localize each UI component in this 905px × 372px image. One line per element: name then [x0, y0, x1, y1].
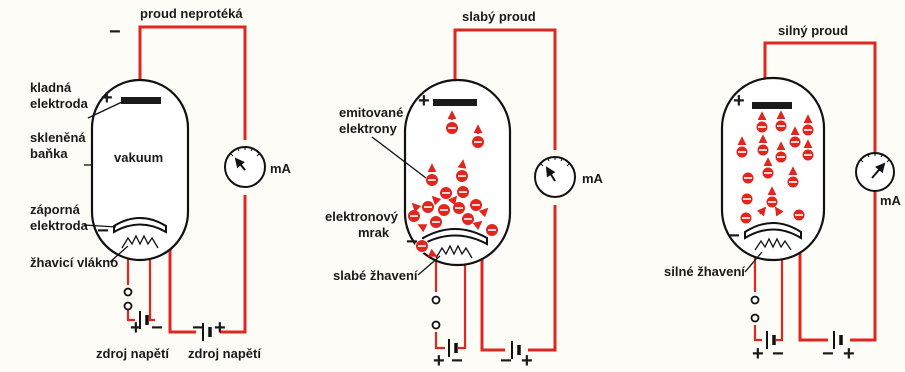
anode-battery-plus: + — [214, 317, 226, 339]
electron — [422, 201, 435, 214]
anode-plate — [121, 97, 161, 104]
electron — [440, 187, 453, 200]
electron — [426, 174, 439, 187]
label-emitted-2: elektrony — [339, 121, 398, 136]
anode-battery-plus-3: + — [843, 343, 855, 365]
filament-wire-left-low-3 — [755, 325, 762, 340]
switch-contact-upper-2 — [433, 297, 440, 304]
anode-battery-plus-2: + — [521, 350, 533, 372]
anode-battery-3 — [834, 331, 841, 349]
electron — [453, 202, 466, 215]
label-cloud-2: mrak — [358, 225, 390, 240]
heater-battery-plus-3: + — [752, 343, 764, 365]
filament-wire-right-3 — [776, 255, 782, 340]
switch-contact-upper-3 — [752, 297, 759, 304]
anode-plus-sign-3: + — [733, 90, 745, 112]
label-strong-current: silný proud — [778, 23, 848, 38]
electron — [802, 124, 814, 136]
heater-battery-minus-3: − — [772, 343, 784, 365]
anode-battery-minus-2: − — [500, 350, 512, 372]
heater-battery-minus: − — [151, 317, 163, 339]
label-anode-1: kladná — [30, 80, 72, 95]
milliammeter-1 — [225, 147, 265, 187]
label-weak-current: slabý proud — [462, 9, 536, 24]
panel-no-current: − proud neprotéká kladná elektroda + skl… — [30, 6, 292, 361]
electron — [787, 176, 799, 188]
switch-contact-lower-2 — [433, 322, 440, 329]
anode-plus-sign-2: + — [418, 90, 430, 112]
heater-battery-plus: + — [130, 317, 142, 339]
label-meter-1: mA — [270, 161, 292, 176]
electron — [438, 204, 451, 217]
electron — [462, 213, 475, 226]
electron — [775, 120, 787, 132]
label-cathode-2: elektroda — [30, 218, 89, 233]
anode-battery-minus: − — [192, 317, 204, 339]
label-emitted-1: emitované — [339, 105, 403, 120]
electron — [766, 196, 778, 208]
label-source-2: zdroj napětí — [188, 346, 261, 361]
heater-battery-plus-2: + — [433, 350, 445, 372]
electron — [470, 199, 483, 212]
label-cathode-1: záporná — [30, 202, 81, 217]
meter-return-wire-2 — [528, 205, 555, 350]
electron — [456, 170, 469, 183]
electron — [408, 210, 421, 223]
label-glass-2: baňka — [30, 146, 68, 161]
label-meter-3: mA — [880, 193, 902, 208]
anode-plus-sign: + — [101, 87, 113, 109]
electron — [741, 193, 753, 205]
label-filament: žhavicí vlákno — [30, 255, 118, 270]
electron — [740, 212, 752, 224]
label-cloud-1: elektronový — [325, 209, 399, 224]
label-weak-heating: slabé žhavení — [333, 268, 418, 283]
anode-battery — [203, 323, 210, 341]
switch-contact-lower-3 — [752, 315, 759, 322]
anode-battery-2 — [512, 341, 519, 359]
electron — [762, 167, 774, 179]
label-anode-2: elektroda — [30, 96, 89, 111]
heater-battery-minus-2: − — [451, 350, 463, 372]
electron — [775, 151, 787, 163]
meter-return-wire-3 — [850, 190, 875, 340]
electron — [446, 122, 459, 135]
label-meter-2: mA — [582, 171, 604, 186]
electron — [756, 121, 768, 133]
electron — [486, 224, 499, 237]
electron — [472, 136, 485, 149]
electron — [457, 186, 470, 199]
anode-plate-2 — [433, 99, 477, 106]
panel-weak-current: slabý proud + emitované elektrony elektr… — [325, 9, 604, 372]
switch-contact-lower — [125, 303, 132, 310]
cathode-minus-sign-2: − — [406, 231, 418, 253]
panel-strong-current: silný proud + − silné žhavení mA + − − + — [664, 23, 902, 365]
electron — [789, 136, 801, 148]
electron — [802, 149, 814, 161]
filament-wire-right-2 — [458, 260, 465, 348]
cathode-minus-sign: − — [97, 220, 109, 242]
electron — [430, 216, 443, 229]
label-no-current: proud neprotéká — [140, 6, 243, 21]
cathode-wire-2 — [482, 255, 505, 350]
electron — [793, 209, 805, 221]
electron — [736, 146, 748, 158]
anode-battery-minus-3: − — [822, 343, 834, 365]
electron — [757, 144, 769, 156]
cathode-minus-sign-3: − — [728, 225, 740, 247]
label-glass-1: skleněná — [30, 130, 86, 145]
meter-return-wire — [220, 195, 245, 332]
milliammeter-2 — [535, 157, 575, 197]
milliammeter-3 — [856, 153, 894, 191]
cathode-wire-3 — [800, 250, 828, 340]
anode-plate-3 — [752, 102, 792, 109]
electron — [742, 172, 754, 184]
label-strong-heating: silné žhavení — [664, 264, 745, 279]
open-minus-sign: − — [109, 21, 121, 43]
filament-wire-left-low-2 — [436, 332, 445, 348]
label-vacuum: vakuum — [114, 150, 163, 165]
label-source-1: zdroj napětí — [96, 346, 169, 361]
switch-contact-upper — [125, 289, 132, 296]
